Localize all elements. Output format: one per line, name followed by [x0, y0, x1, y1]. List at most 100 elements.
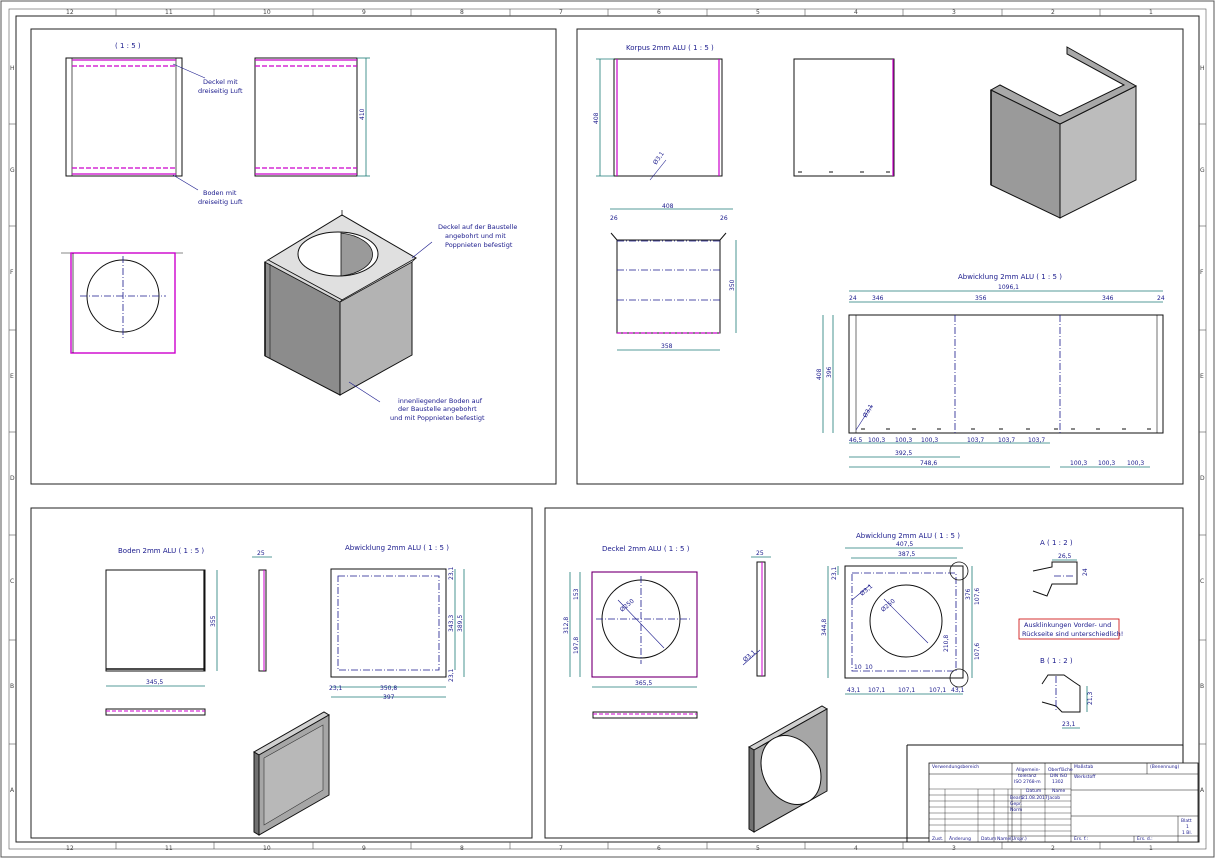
zone-col-bottom: 10 — [263, 845, 271, 852]
zone-col-top: 7 — [559, 9, 563, 16]
korpus-dim-segment: 346 — [872, 295, 884, 302]
boden-title: Boden 2mm ALU ( 1 : 5 ) — [118, 547, 204, 555]
boden-dim-343: 343,3 — [448, 615, 455, 632]
detail-a-dim1: 26,5 — [1058, 553, 1072, 560]
boden-unfolded — [330, 568, 447, 678]
dim-410: 410 — [359, 108, 366, 120]
korpus-dim-left-inner: 396 — [826, 366, 833, 378]
detail-b-dim1: 21,3 — [1087, 691, 1094, 705]
view-frame-deckel — [544, 507, 1184, 839]
boden-dim-345: 345,5 — [146, 679, 163, 686]
note-boden-baustelle-2: der Baustelle angebohrt — [398, 405, 477, 413]
warning-note-box — [1018, 618, 1120, 640]
detail-a-shape — [1032, 561, 1078, 597]
tb-ers-durch: Ers. d.: — [1137, 836, 1153, 842]
deckel-dim-210: 210,8 — [943, 635, 950, 652]
tb-bearb: Bearb. — [1010, 795, 1025, 801]
detail-b-marker — [949, 668, 969, 688]
view1-scale: ( 1 : 5 ) — [115, 42, 141, 50]
zone-col-top: 5 — [756, 9, 760, 16]
zone-col-bottom: 1 — [1149, 845, 1153, 852]
korpus-dim-total: 1096,1 — [998, 284, 1019, 291]
view-assembly: ( 1 : 5 ) Deckel mit dreiseitig Luft Bod… — [30, 28, 557, 485]
warning-note-line1: Ausklinkungen Vorder- und — [1024, 621, 1111, 629]
deckel-dim-312: 312,8 — [563, 617, 570, 634]
boden-dim-350: 350,8 — [380, 685, 397, 692]
note-boden-baustelle-1: innenliegender Boden auf — [398, 397, 483, 405]
detail-b-shape — [1041, 674, 1081, 713]
zone-row-left: D — [10, 475, 15, 482]
boden-dim-389: 389,5 — [457, 615, 464, 632]
deckel-dim-bottom: 107,1 — [898, 687, 915, 694]
zone-row-left: H — [10, 65, 15, 72]
boden-side — [258, 569, 267, 672]
zone-col-bottom: 8 — [460, 845, 464, 852]
zone-col-bottom: 5 — [756, 845, 760, 852]
deckel-dim-365: 365,5 — [635, 680, 652, 687]
zone-col-bottom: 11 — [165, 845, 173, 852]
zone-col-top: 8 — [460, 9, 464, 16]
korpus-dim-bottom: 100,3 — [868, 437, 885, 444]
warning-note-line2: Rückseite sind unterschiedlich! — [1022, 630, 1123, 638]
zone-col-top: 12 — [66, 9, 74, 16]
deckel-unfolded — [844, 565, 964, 679]
deckel-dim-bottom: 43,1 — [951, 687, 965, 694]
korpus-dim-bottom-right: 100,3 — [1098, 460, 1115, 467]
note-boden-line1: Boden mit — [203, 189, 237, 197]
korpus-dim-bottom: 103,7 — [967, 437, 984, 444]
zone-col-bottom: 3 — [952, 845, 956, 852]
deckel-dim-bottom: 107,1 — [929, 687, 946, 694]
korpus-dim-392: 392,5 — [895, 450, 912, 457]
boden-bend-lines — [337, 575, 440, 671]
tb-bearb-date: 21.08.2017 — [1022, 795, 1048, 801]
korpus-dim-segment: 346 — [1102, 295, 1114, 302]
boden-dim-23c: 23,1 — [329, 685, 343, 692]
view-korpus: Korpus 2mm ALU ( 1 : 5 ) 408 Ø3,1 408 26… — [576, 28, 1184, 485]
zone-col-top: 3 — [952, 9, 956, 16]
note-deckel-line2: dreiseitig Luft — [198, 87, 243, 95]
tb-oberflaeche-2: DIN ISO — [1050, 773, 1068, 779]
zone-row-right: H — [1200, 65, 1205, 72]
drawing-frame — [15, 15, 1200, 843]
zone-row-right: G — [1200, 167, 1205, 174]
zone-col-top: 11 — [165, 9, 173, 16]
front-view-body — [65, 57, 183, 177]
korpus-unfold-title: Abwicklung 2mm ALU ( 1 : 5 ) — [958, 273, 1062, 281]
korpus-dim-bottom-right: 100,3 — [1127, 460, 1144, 467]
tb-datum: Datum — [1026, 788, 1041, 794]
korpus-iso — [989, 46, 1138, 219]
tb-bearb-name: Jacob — [1047, 795, 1060, 801]
note-deckel-baustelle-3: Poppnieten befestigt — [445, 241, 513, 249]
deckel-dim-153: 153 — [573, 588, 580, 600]
tb-urspr: (Urspr.) — [1010, 836, 1027, 842]
tb-blatt: Blatt — [1181, 818, 1192, 824]
korpus-dim-408: 408 — [593, 112, 600, 124]
korpus-dim-bottom-right: 100,3 — [1070, 460, 1087, 467]
tb-bl: 1 Bl. — [1182, 830, 1192, 836]
tb-norm: Norm — [1010, 807, 1022, 813]
detail-a-title: A ( 1 : 2 ) — [1040, 539, 1073, 547]
view-boden: Boden 2mm ALU ( 1 : 5 ) 355 345,5 25 Abw… — [30, 507, 533, 839]
note-deckel-baustelle-2: angebohrt und mit — [445, 232, 506, 240]
korpus-dim-26a: 26 — [610, 215, 618, 222]
boden-dim-397: 397 — [383, 694, 395, 701]
boden-plate — [105, 569, 206, 672]
tb-oberflaeche-3: 1302 — [1052, 779, 1064, 785]
zone-row-left: B — [10, 683, 14, 690]
tb-werkstoff: Werkstoff — [1074, 774, 1096, 780]
korpus-dim-top: 408 — [662, 203, 674, 210]
zone-col-bottom: 9 — [362, 845, 366, 852]
boden-dim-25: 25 — [257, 550, 265, 557]
zone-col-bottom: 6 — [657, 845, 661, 852]
deckel-dim-bottom: 107,1 — [868, 687, 885, 694]
tb-benennung: (Benennung) — [1150, 764, 1179, 770]
boden-edge-view — [105, 708, 206, 716]
zone-row-left: F — [10, 269, 14, 276]
boden-dim-23b: 23,1 — [448, 668, 455, 682]
deckel-dim-107a: 107,6 — [974, 588, 981, 605]
deckel-dim-197: 197,8 — [573, 637, 580, 654]
zone-row-right: C — [1200, 578, 1204, 585]
tb-ers-fuer: Ers. f.: — [1074, 836, 1088, 842]
deckel-title: Deckel 2mm ALU ( 1 : 5 ) — [602, 545, 690, 553]
